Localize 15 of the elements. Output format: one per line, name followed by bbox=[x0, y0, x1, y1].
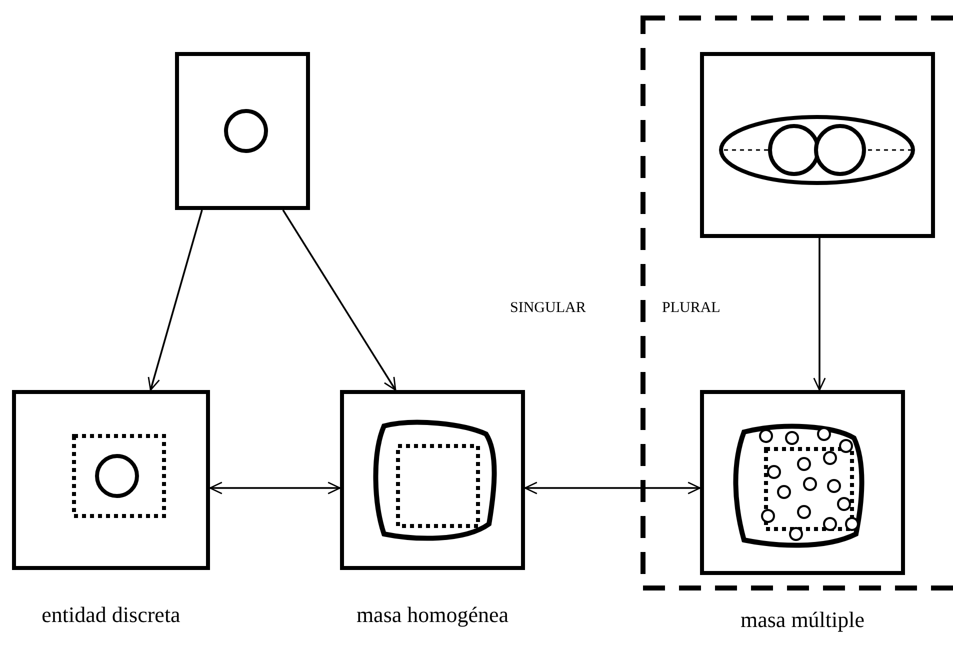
arrow bbox=[148, 210, 203, 391]
region-label: PLURAL bbox=[662, 300, 720, 317]
arrow bbox=[282, 210, 396, 391]
node-label: masa homogénea bbox=[356, 602, 509, 628]
arrow bbox=[813, 238, 826, 391]
region-label: SINGULAR bbox=[510, 300, 586, 317]
picture-frame bbox=[340, 390, 525, 570]
node-label: masa múltiple bbox=[740, 607, 865, 633]
picture-frame bbox=[700, 52, 935, 238]
arrow bbox=[524, 482, 701, 494]
picture-frame bbox=[12, 390, 210, 570]
arrow bbox=[209, 482, 341, 494]
picture-frame bbox=[700, 390, 905, 575]
picture-frame bbox=[175, 52, 310, 210]
node-label: entidad discreta bbox=[42, 602, 180, 628]
